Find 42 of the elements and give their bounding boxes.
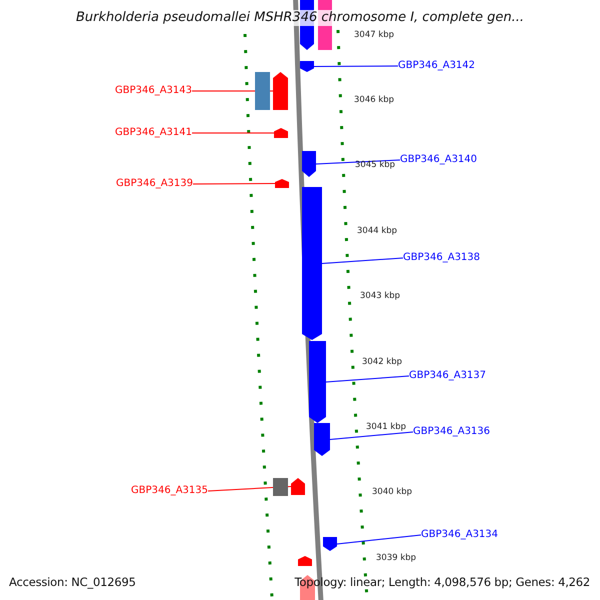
gene-label: GBP346_A3140 bbox=[400, 154, 478, 166]
gene-block bbox=[273, 72, 288, 110]
feature-block bbox=[273, 478, 288, 496]
info-text: Topology: linear; Length: 4,098,576 bp; Genes: 4,262 bbox=[294, 575, 590, 590]
gene-label: GBP346_A3134 bbox=[421, 529, 498, 541]
gene-block bbox=[302, 151, 316, 177]
gene-label: GBP346_A3137 bbox=[409, 370, 486, 382]
leader-line bbox=[314, 66, 398, 67]
gene-block bbox=[298, 556, 312, 566]
scale-label: 3046 kbp bbox=[354, 95, 394, 105]
gene-block bbox=[300, 61, 314, 72]
gene-block bbox=[274, 128, 288, 138]
scale-label: 3040 kbp bbox=[372, 487, 412, 497]
leader-line bbox=[192, 132, 274, 134]
gene-label: GBP346_A3138 bbox=[403, 252, 480, 264]
gene-label: GBP346_A3143 bbox=[114, 85, 192, 97]
gene-block bbox=[314, 423, 330, 456]
scale-label: 3043 kbp bbox=[360, 291, 400, 301]
gene-block bbox=[323, 537, 337, 551]
scale-label: 3045 kbp bbox=[355, 160, 396, 170]
leader-line bbox=[326, 376, 410, 382]
gene-block bbox=[291, 478, 305, 495]
gene-label: GBP346_A3136 bbox=[413, 426, 490, 438]
scale-label: 3039 kbp bbox=[376, 553, 416, 563]
gene-label: GBP346_A3135 bbox=[130, 485, 208, 497]
gene-label: GBP346_A3141 bbox=[114, 127, 192, 139]
leader-line bbox=[192, 183, 276, 184]
scale-label: 3044 kbp bbox=[357, 226, 398, 236]
leader-line bbox=[208, 486, 292, 492]
leader-line bbox=[330, 432, 414, 440]
scale-label: 3047 kbp bbox=[354, 30, 394, 40]
gene-label: GBP346_A3142 bbox=[398, 60, 476, 72]
scale-label: 3042 kbp bbox=[362, 357, 402, 367]
scale-label: 3041 kbp bbox=[366, 422, 406, 432]
gene-block bbox=[275, 179, 289, 188]
leader-line bbox=[322, 258, 404, 264]
leader-line bbox=[316, 160, 400, 164]
gene-label: GBP346_A3139 bbox=[116, 178, 193, 190]
title: Burkholderia pseudomallei MSHR346 chromosome I, complete gen... bbox=[76, 10, 524, 26]
feature-block bbox=[255, 72, 270, 110]
leader-line bbox=[336, 534, 422, 544]
info-text: Accession: NC_012695 bbox=[9, 575, 136, 590]
